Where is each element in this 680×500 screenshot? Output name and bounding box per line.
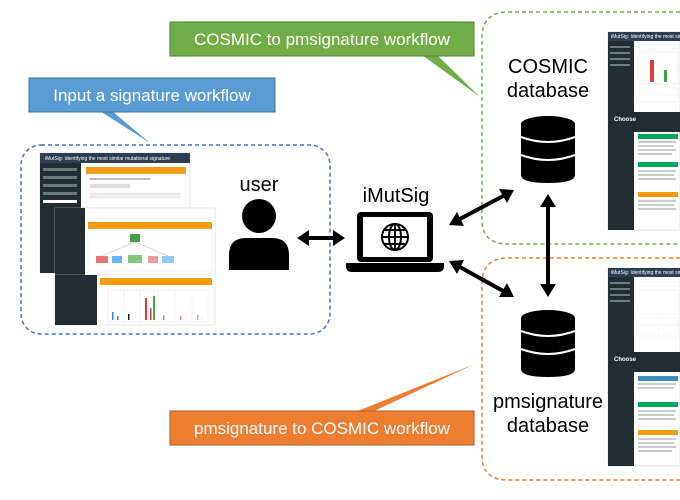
cosmic-workflow-callout-label: COSMIC to pmsignature workflow (194, 30, 451, 49)
cosmic-app-screenshot: iMutSig: Identifying the most similar mu… (607, 31, 680, 231)
user-icon (229, 199, 289, 270)
pm-app-screenshot: iMutSig: Identifying the most similar mu… (607, 267, 680, 467)
input-workflow-callout: Input a signature workflow (28, 77, 276, 143)
input-workflow-callout-label: Input a signature workflow (53, 86, 251, 105)
cosmic-db-label-line1: COSMIC (508, 56, 588, 78)
input-app-title: iMutSig: Identifying the most similar mu… (45, 156, 170, 162)
cosmic-app-title: iMutSig: Identifying the most similar mu… (611, 34, 680, 40)
pm-workflow-callout-label: pmsignature to COSMIC workflow (194, 419, 451, 438)
cosmic-workflow-callout: COSMIC to pmsignature workflow (169, 21, 480, 97)
pm-database-icon (520, 310, 576, 377)
imutsig-cosmic-double-arrow-icon (449, 189, 514, 226)
user-imutsig-double-arrow-icon (297, 230, 345, 246)
imutsig-label: iMutSig (363, 185, 430, 207)
cosmic-pm-double-arrow-icon (540, 194, 556, 297)
pm-db-label-line2: database (507, 415, 589, 437)
pm-choose-label: Choose (614, 357, 637, 363)
pm-db-label-line1: pmsignature (493, 391, 603, 413)
pm-workflow-callout: pmsignature to COSMIC workflow (169, 364, 475, 446)
globe-icon (381, 223, 409, 251)
pm-app-title: iMutSig: Identifying the most similar mu… (611, 270, 680, 276)
user-label: user (240, 174, 279, 196)
pm-workflow-box (481, 257, 680, 481)
imutsig-pm-double-arrow-icon (449, 260, 514, 297)
cosmic-database-icon (520, 116, 576, 183)
input-app-screenshot: iMutSig: Identifying the most similar mu… (39, 152, 216, 326)
cosmic-workflow-box (481, 11, 680, 245)
cosmic-choose-label: Choose (614, 117, 637, 123)
cosmic-db-label-line2: database (507, 80, 589, 102)
